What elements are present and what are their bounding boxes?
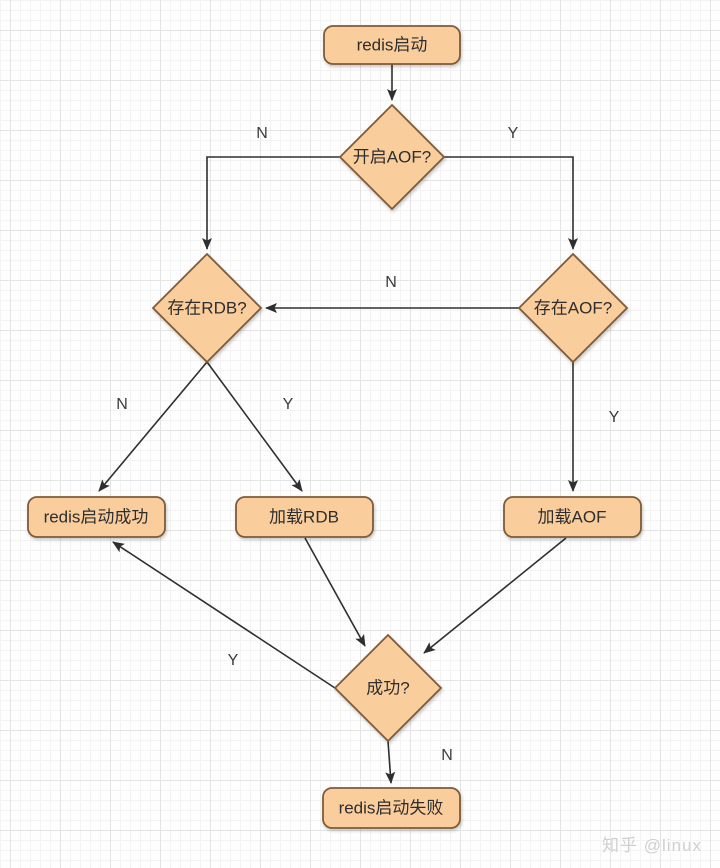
node-load-success bbox=[333, 633, 443, 743]
edge-rdb-exists-yes bbox=[206, 361, 303, 492]
edge-labels-layer: N Y N N Y Y Y N bbox=[116, 125, 619, 764]
node-aof-enabled bbox=[338, 103, 446, 211]
edge-label-aof-exists-yes: Y bbox=[609, 409, 620, 426]
edge-aof-enabled-yes bbox=[444, 156, 578, 250]
node-start-fail bbox=[322, 787, 461, 829]
edge-label-rdb-exists-no: N bbox=[116, 396, 128, 413]
edge-load-aof-to-success bbox=[423, 537, 567, 654]
node-load-rdb-label: 加载RDB bbox=[269, 508, 339, 527]
edge-aof-enabled-no bbox=[202, 156, 340, 250]
edge-rdb-exists-no bbox=[98, 361, 208, 492]
edge-load-rdb-to-success bbox=[304, 537, 366, 647]
node-start-success bbox=[27, 496, 166, 538]
edge-label-load-success-yes: Y bbox=[228, 652, 239, 669]
node-load-aof-label: 加载AOF bbox=[538, 508, 607, 527]
node-aof-enabled-label: 开启AOF? bbox=[353, 148, 431, 167]
edge-label-rdb-exists-yes: Y bbox=[283, 396, 294, 413]
edge-label-load-success-no: N bbox=[441, 747, 453, 764]
edge-label-aof-enabled-no: N bbox=[256, 125, 268, 142]
node-load-aof bbox=[503, 496, 642, 538]
edge-load-success-yes bbox=[112, 541, 336, 689]
edge-load-success-no bbox=[385, 740, 396, 784]
edges-layer bbox=[98, 64, 578, 784]
node-load-rdb bbox=[235, 496, 374, 538]
node-start-label: redis启动 bbox=[357, 36, 428, 55]
node-start-success-label: redis启动成功 bbox=[44, 508, 149, 527]
node-load-success-label: 成功? bbox=[366, 679, 409, 698]
edge-label-aof-enabled-yes: Y bbox=[508, 125, 519, 142]
zhihu-watermark: 知乎 @linux bbox=[602, 836, 702, 855]
node-rdb-exists-label: 存在RDB? bbox=[167, 299, 246, 318]
edge-label-aof-exists-no: N bbox=[385, 274, 397, 291]
node-rdb-exists bbox=[151, 252, 263, 364]
nodes-layer: redis启动 开启AOF? 存在RDB? 存在AOF? redis启动成功 加… bbox=[27, 25, 642, 829]
node-aof-exists bbox=[517, 252, 629, 364]
node-start bbox=[323, 25, 461, 65]
node-aof-exists-label: 存在AOF? bbox=[534, 299, 612, 318]
node-start-fail-label: redis启动失败 bbox=[339, 799, 444, 818]
